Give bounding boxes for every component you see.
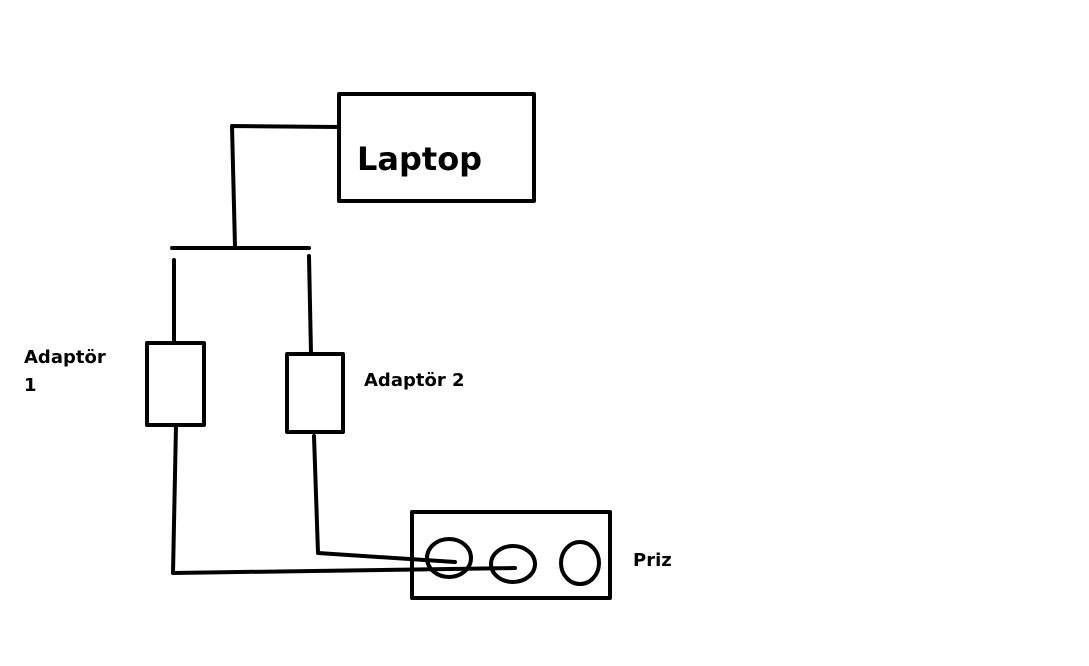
outlet-box: [410, 510, 612, 600]
adapter2-lower-wire: [312, 434, 457, 564]
outlet-socket-3: [559, 540, 601, 586]
adapter1-box: [145, 341, 206, 427]
outlet-label: Priz: [633, 550, 672, 571]
outlet-socket-1: [425, 537, 473, 579]
adapter1-label-line2: 1: [24, 375, 37, 396]
adapter2-upper-wire: [307, 254, 313, 356]
outlet-socket-2: [489, 544, 537, 584]
adapter1-lower-wire: [171, 423, 517, 575]
laptop-label: Laptop: [357, 140, 482, 178]
laptop-box: [337, 92, 536, 203]
adapter2-label: Adaptör 2: [364, 370, 465, 391]
adapter2-box: [285, 352, 345, 434]
laptop-cable: [230, 124, 341, 249]
adapter1-label-line1: Adaptör: [24, 347, 106, 368]
